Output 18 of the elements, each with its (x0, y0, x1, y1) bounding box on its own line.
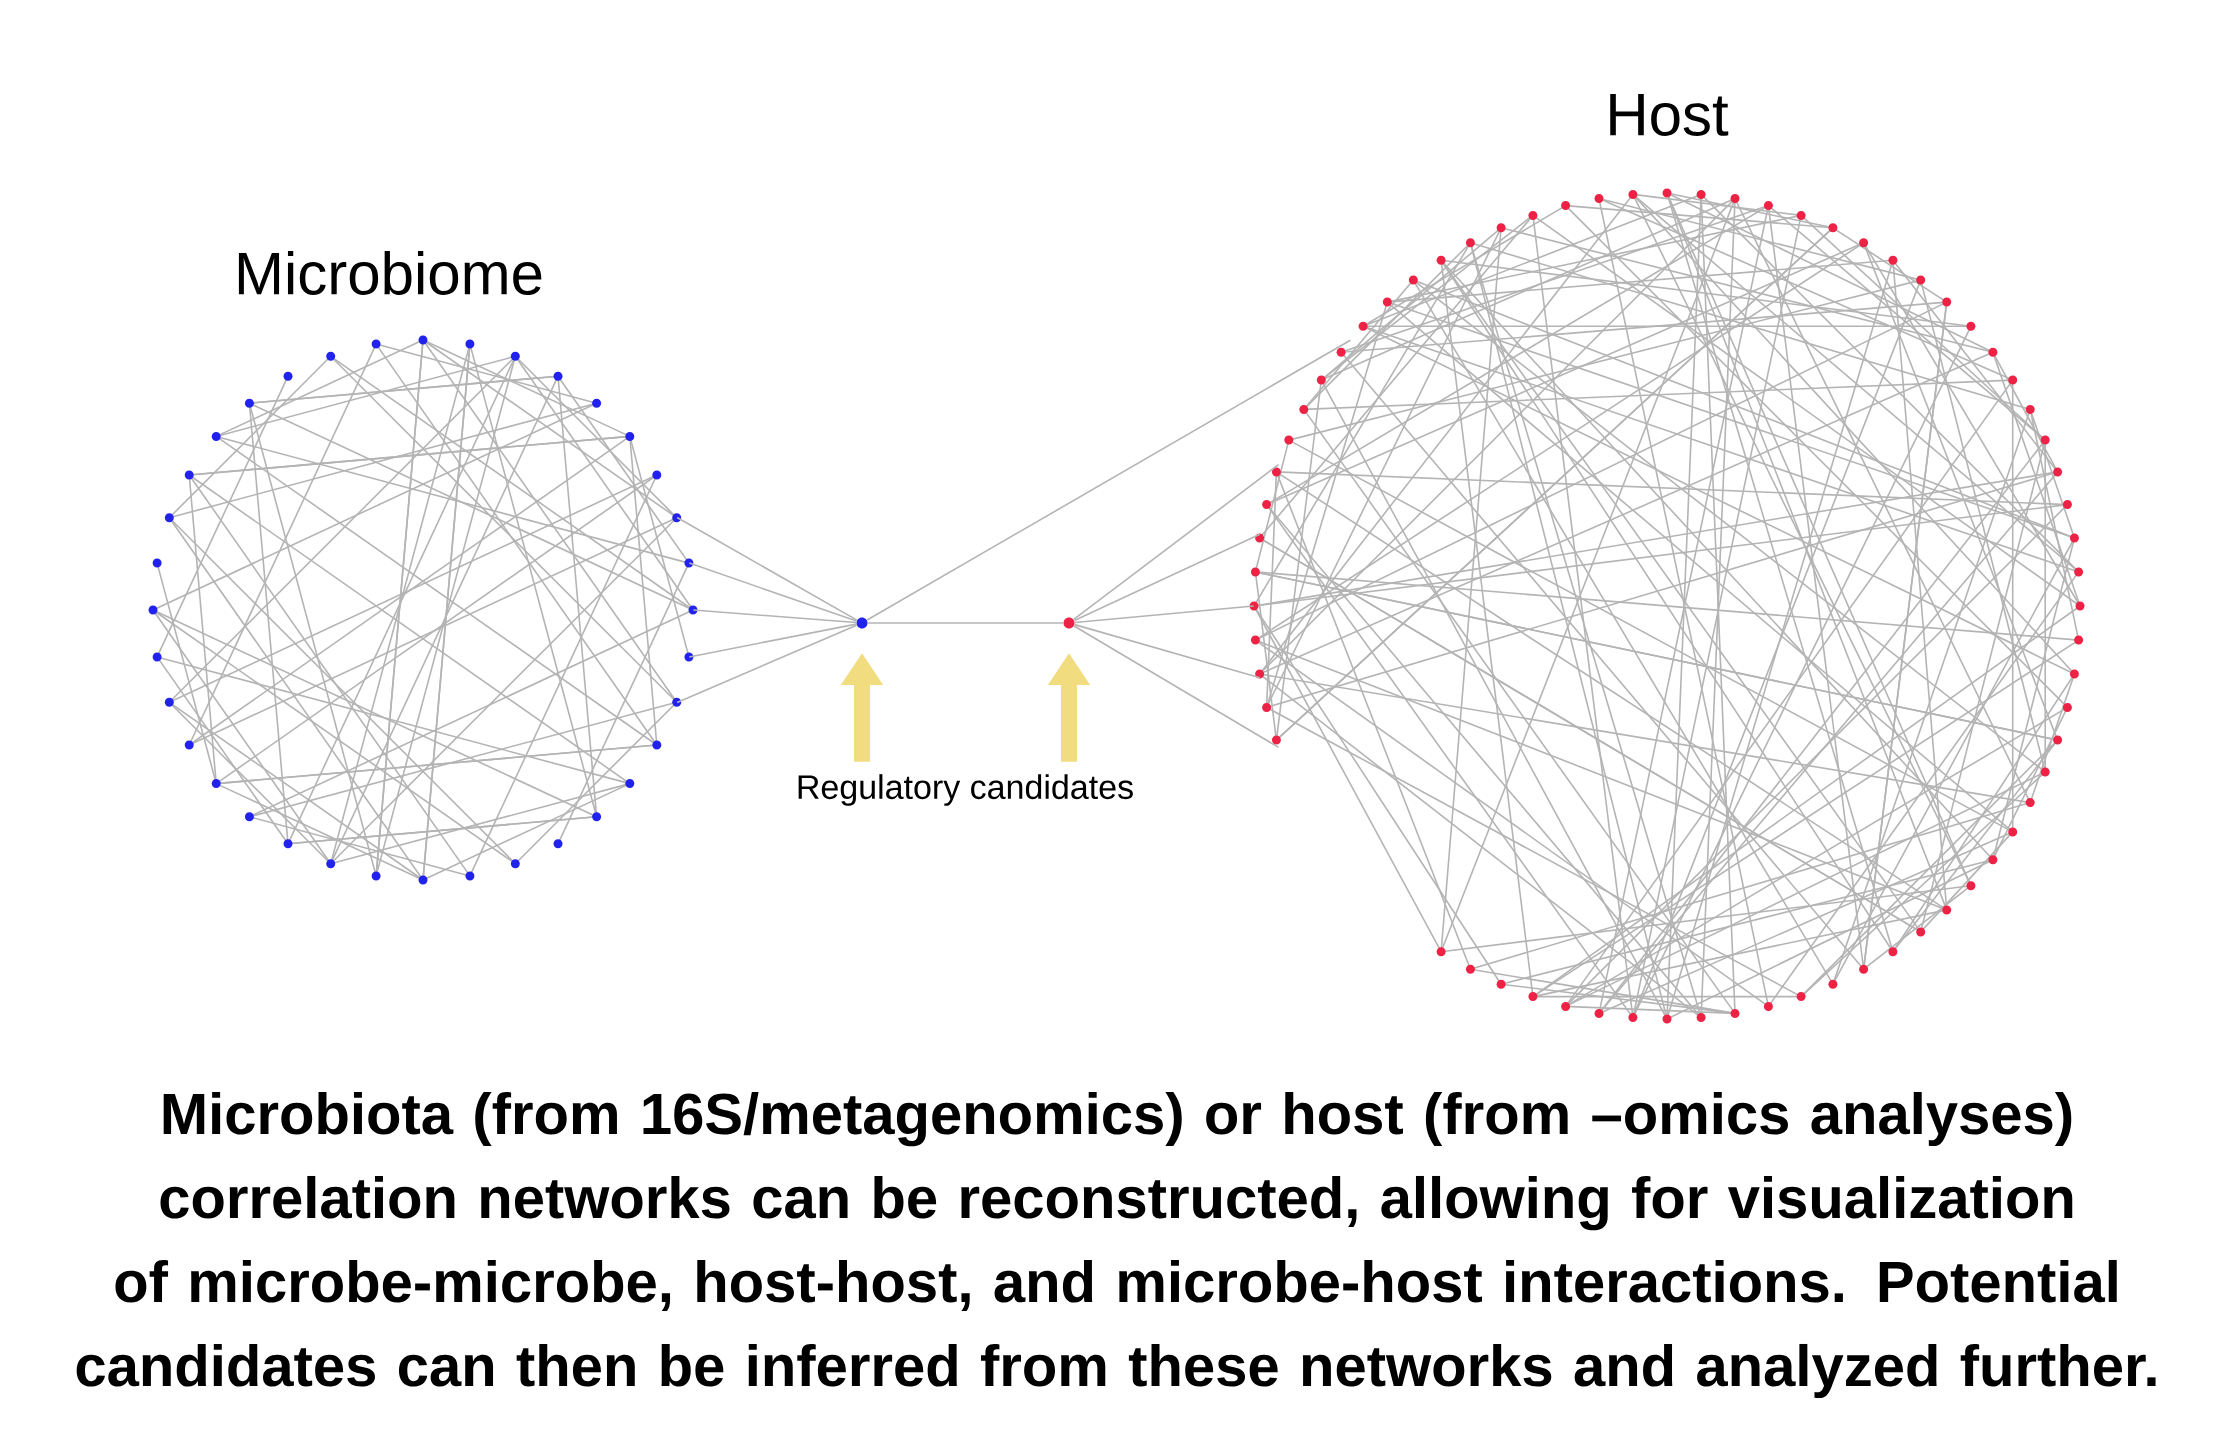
connector-line (688, 562, 858, 622)
network-label: Host (1610, 94, 1729, 136)
caption: Microbiota (from 16S/metagenomics) or host (from –omics analyses) correlation networks can be reconstructed, allowing for visualization of microbe-microbe, host-host, and microbe-host interactions. Potential candidates can then be inferred from these networks and analyzed further. (76, 1091, 2156, 1399)
connector-line (1073, 533, 1261, 622)
candidates-label: Regulatory candidates (798, 774, 1133, 806)
connector-line (1072, 463, 1280, 621)
connector-line (676, 624, 858, 704)
connector-line (676, 516, 858, 621)
connector-line (688, 623, 857, 658)
connector-line (1073, 623, 1261, 679)
network-label: Microbiome (238, 250, 542, 295)
connector-line (867, 622, 1064, 624)
connector-line (692, 609, 857, 624)
connector-line (1074, 605, 1255, 624)
network-drawing (148, 335, 698, 885)
network-drawing (1249, 188, 2085, 1024)
connector-line (1073, 625, 1280, 749)
connector-line (866, 339, 1352, 621)
